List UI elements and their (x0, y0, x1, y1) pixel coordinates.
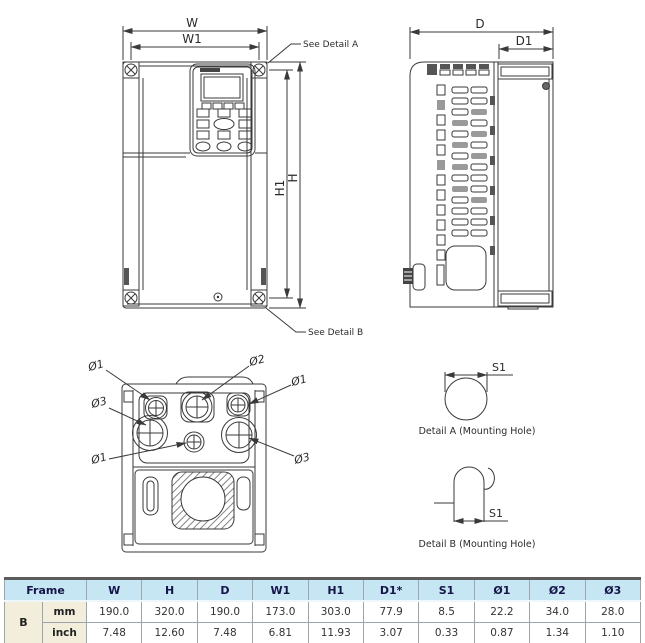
col-header-phi2: Ø2 (529, 578, 586, 602)
col-header-w: W (85, 578, 143, 602)
hole-label-phi3-right: Ø3 (292, 450, 311, 467)
value-mm-d: 190.0 (196, 600, 254, 623)
hole-label-phi1-top-right: Ø1 (289, 372, 308, 389)
mounting-bracket-bottom-left (122, 289, 140, 307)
col-header-w1: W1 (252, 578, 309, 602)
value-inch-phi2: 1.34 (529, 622, 586, 643)
table-header-row: Frame W H D W1 H1 D1* S1 Ø1 Ø2 Ø3 (4, 578, 642, 602)
front-bottom-screw (213, 292, 223, 302)
side-view (403, 61, 554, 310)
dim-label-w1: W1 (182, 32, 202, 46)
unit-cell-inch: inch (42, 622, 87, 643)
side-connector (403, 263, 426, 291)
fan-opening (180, 476, 226, 522)
detail-a-caption: Detail A (Mounting Hole) (419, 426, 536, 437)
front-view (122, 61, 268, 309)
bottom-view (121, 376, 267, 553)
value-inch-h: 12.60 (141, 622, 198, 643)
back-plate-bottom-rail (497, 290, 553, 307)
keypad-panel (189, 63, 256, 157)
hole-phi1-top-left (145, 397, 167, 419)
value-mm-d1: 77.9 (362, 600, 420, 623)
frame-header-cell: Frame (4, 578, 87, 602)
see-detail-b-leader (265, 307, 306, 333)
value-inch-phi3: 1.10 (584, 622, 642, 643)
mounting-bracket-top-right (250, 61, 268, 79)
col-header-h: H (141, 578, 198, 602)
value-inch-d: 7.48 (196, 622, 254, 643)
hole-label-phi3-left: Ø3 (89, 394, 108, 411)
hole-label-phi1-top-left: Ø1 (86, 357, 105, 374)
value-inch-w: 7.48 (85, 622, 143, 643)
dimensions-table: Frame W H D W1 H1 D1* S1 Ø1 Ø2 Ø3 B mm 1… (4, 577, 642, 643)
value-inch-s1: 0.33 (418, 622, 475, 643)
col-header-phi3: Ø3 (584, 578, 642, 602)
dim-label-w: W (186, 16, 198, 30)
value-mm-phi3: 28.0 (584, 600, 642, 623)
side-view-dimensions (409, 27, 554, 59)
col-header-d: D (196, 578, 254, 602)
detail-a-hole (444, 377, 488, 421)
value-mm-phi1: 22.2 (473, 600, 531, 623)
hole-phi1-bottom-center (183, 431, 205, 453)
value-mm-w1: 173.0 (252, 600, 309, 623)
keypad-logo-strip (200, 68, 220, 72)
detail-b-s1-label: S1 (489, 507, 503, 520)
frame-value-cell: B (4, 600, 43, 643)
lcd-display (200, 73, 244, 102)
dimension-drawing: W W1 H H1 See Detail A See Detail B (86, 16, 554, 553)
dim-label-h: H (286, 173, 300, 182)
value-mm-s1: 8.5 (418, 600, 475, 623)
value-inch-phi1: 0.87 (473, 622, 531, 643)
see-detail-a-leader (267, 43, 301, 64)
hole-label-phi2: Ø2 (247, 352, 266, 369)
back-plate-top-rail (497, 63, 553, 80)
unit-cell-mm: mm (42, 600, 87, 623)
detail-b (434, 466, 508, 524)
detail-b-keyhole (453, 466, 485, 522)
col-header-h1: H1 (307, 578, 364, 602)
back-plate-screw (542, 82, 550, 90)
see-detail-b-note: See Detail B (308, 328, 363, 338)
hole-phi2-center (181, 391, 213, 423)
value-mm-h: 320.0 (141, 600, 198, 623)
table-row-mm: B mm 190.0 320.0 190.0 173.0 303.0 77.9 … (4, 600, 642, 643)
dim-label-h1: H1 (273, 180, 287, 197)
col-header-s1: S1 (418, 578, 475, 602)
side-blank-panel (445, 245, 487, 291)
hole-label-phi1-bottom: Ø1 (89, 450, 108, 467)
col-header-d1: D1* (362, 578, 420, 602)
detail-a-s1-label: S1 (492, 361, 506, 374)
value-inch-w1: 6.81 (252, 622, 309, 643)
value-mm-w: 190.0 (85, 600, 143, 623)
dim-label-d: D (475, 17, 484, 31)
value-mm-phi2: 34.0 (529, 600, 586, 623)
value-inch-d1: 3.07 (362, 622, 420, 643)
left-side-notch (124, 268, 129, 285)
col-header-phi1: Ø1 (473, 578, 531, 602)
table-row-inch: inch 7.48 12.60 7.48 6.81 11.93 3.07 0.3… (5, 622, 642, 643)
gland-plate (138, 392, 250, 464)
detail-a (444, 372, 513, 421)
bottom-view-leaders (105, 365, 295, 460)
hole-phi1-top-right (227, 394, 249, 416)
see-detail-a-note: See Detail A (303, 40, 359, 50)
mounting-bracket-top-left (122, 61, 140, 79)
mounting-bracket-bottom-right (250, 289, 268, 307)
value-mm-h1: 303.0 (307, 600, 364, 623)
front-view-dimensions (122, 26, 306, 333)
value-inch-h1: 11.93 (307, 622, 364, 643)
dim-label-d1: D1 (516, 34, 533, 48)
detail-b-caption: Detail B (Mounting Hole) (419, 539, 536, 550)
hole-phi3-right (221, 417, 257, 453)
right-side-notch (261, 268, 266, 285)
